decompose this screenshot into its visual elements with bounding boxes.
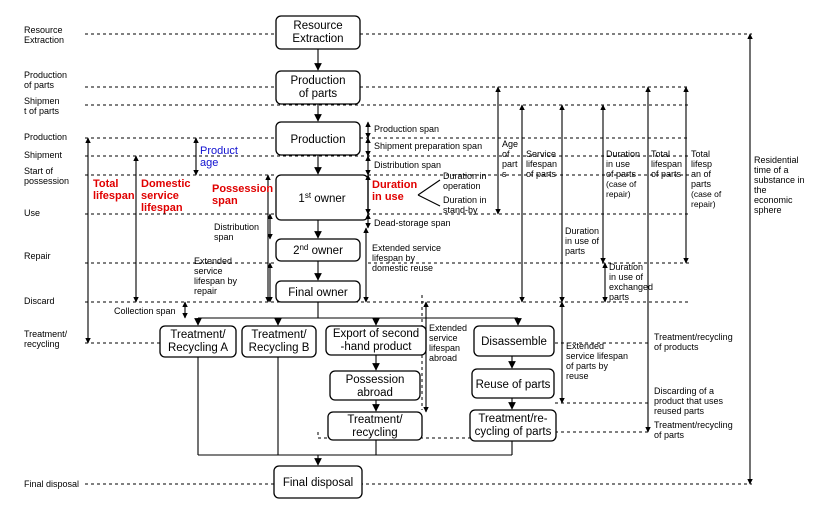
svg-text:Treatment/re-cycling of parts: Treatment/re-cycling of parts — [475, 413, 552, 438]
middle-span-labels: Production span Shipment preparation spa… — [372, 124, 628, 381]
box-first-owner: 1st owner — [275, 174, 369, 221]
box-treatment-recycling-parts: Treatment/re-cycling of parts — [469, 409, 557, 442]
svg-text:Final disposal: Final disposal — [283, 477, 353, 489]
svg-text:Export of second-hand product: Export of second-hand product — [333, 328, 419, 353]
box-reuse-of-parts: Reuse of parts — [471, 368, 555, 399]
stage-discard: Discard — [24, 296, 55, 306]
label-shipment-preparation-span: Shipment preparation span — [374, 141, 482, 151]
svg-text:Final owner: Final owner — [288, 287, 348, 299]
stage-final-disposal: Final disposal — [24, 479, 79, 489]
box-second-owner: 2nd owner — [275, 238, 361, 262]
label-production-span: Production span — [374, 124, 439, 134]
svg-text:Production: Production — [291, 134, 346, 146]
box-final-disposal: Final disposal — [273, 465, 363, 499]
middle-span-arrows — [363, 121, 565, 413]
box-production: Production — [275, 121, 361, 156]
label-collection-span: Collection span — [114, 306, 176, 316]
svg-text:Treatment/Recycling B: Treatment/Recycling B — [249, 329, 310, 354]
stage-shipment: Shipment — [24, 150, 63, 160]
box-final-owner: Final owner — [275, 280, 361, 303]
box-treatment-recycling-abroad: Treatment/recycling — [327, 411, 423, 441]
label-dead-storage-span: Dead-storage span — [374, 218, 451, 228]
svg-text:Reuse of parts: Reuse of parts — [476, 379, 551, 391]
svg-text:Disassemble: Disassemble — [481, 336, 547, 348]
left-span-arrows — [85, 137, 273, 344]
label-distribution-span: Distribution span — [374, 160, 441, 170]
box-treatment-recycling-a: Treatment/Recycling A — [159, 325, 237, 358]
box-treatment-recycling-b: Treatment/Recycling B — [241, 325, 317, 358]
stage-treatment-recycling: Treatment/recycling — [24, 329, 68, 349]
svg-text:Treatment/recycling: Treatment/recycling — [347, 414, 403, 439]
stage-use: Use — [24, 208, 40, 218]
stage-guide-lines — [85, 33, 752, 485]
svg-text:1st owner: 1st owner — [298, 191, 345, 205]
flow-connectors — [194, 49, 522, 466]
stage-production: Production — [24, 132, 67, 142]
box-disassemble: Disassemble — [473, 325, 555, 357]
right-span-arrows — [495, 33, 753, 485]
svg-text:Treatment/Recycling A: Treatment/Recycling A — [168, 329, 228, 354]
stage-repair: Repair — [24, 251, 51, 261]
box-export-second-hand: Export of second-hand product — [325, 325, 427, 356]
svg-text:2nd owner: 2nd owner — [293, 243, 343, 257]
